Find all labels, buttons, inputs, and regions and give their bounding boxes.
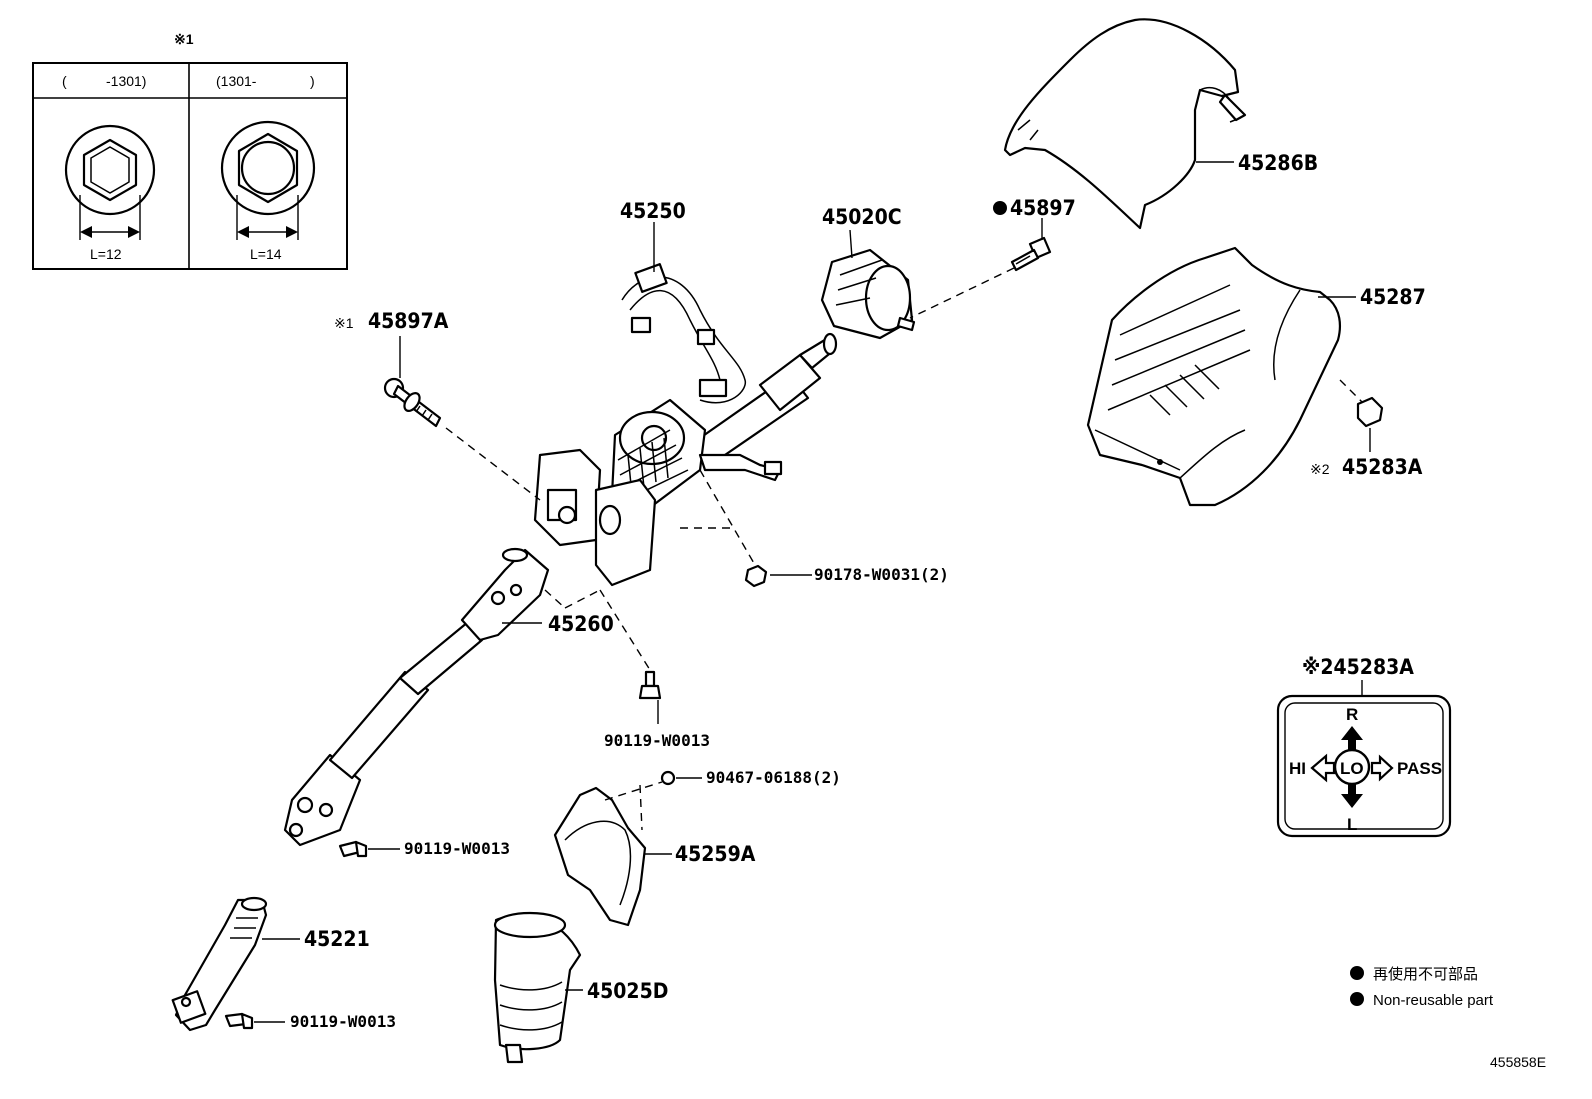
callout-45025d: 45025D xyxy=(587,979,668,1003)
inset1-bolt-14-icon xyxy=(220,120,316,240)
callout-90119-c: 90119-W0013 xyxy=(290,1012,396,1031)
steering-column-assembly xyxy=(533,263,838,587)
legend-en: Non-reusable part xyxy=(1373,992,1494,1009)
intermediate-shaft-45260 xyxy=(283,547,550,847)
inset-bolt-size-table: ※1 ( -1301) (1301- ) L=12 xyxy=(32,31,348,270)
legend-jp: 再使用不可部品 xyxy=(1373,966,1478,983)
boot-45025d xyxy=(493,911,582,1064)
lower-cover-45287 xyxy=(1086,246,1341,507)
note2-mark-a: ※2 xyxy=(1310,461,1330,477)
inset2-title: ※245283A xyxy=(1302,655,1414,679)
screw-45897 xyxy=(1010,236,1052,272)
callout-45283a: 45283A xyxy=(1342,455,1423,479)
switch-lo-label: LO xyxy=(1340,759,1364,778)
callout-90178: 90178-W0031(2) xyxy=(814,565,949,584)
upper-cover-45286b xyxy=(1003,18,1247,230)
legend-dot-icon xyxy=(1350,966,1364,980)
label-leader-lines xyxy=(254,161,1371,1023)
shaft-45221 xyxy=(171,896,268,1032)
nut-90178 xyxy=(744,564,768,588)
inset1-right-header: (1301- xyxy=(216,73,257,89)
note1-mark: ※1 xyxy=(334,315,354,331)
callout-45259a: 45259A xyxy=(675,842,756,866)
hole-cover-45259a xyxy=(553,786,647,927)
non-reusable-mark-icon xyxy=(993,201,1007,215)
switch-hi-label: HI xyxy=(1289,759,1306,778)
callout-90467: 90467-06188(2) xyxy=(706,768,841,787)
bolt-45897a xyxy=(383,377,442,428)
switch-l-label: L xyxy=(1347,815,1357,834)
callout-45250: 45250 xyxy=(620,199,686,223)
inset-switch-label: ※245283A R L HI LO PASS xyxy=(1276,655,1452,838)
callout-45221: 45221 xyxy=(304,927,370,951)
inset1-bolt-12-icon xyxy=(64,124,156,240)
callout-90119-a: 90119-W0013 xyxy=(604,731,710,750)
legend: 再使用不可部品 Non-reusable part xyxy=(1350,966,1494,1009)
callout-45020c: 45020C xyxy=(822,205,902,229)
inset1-right-dim: L=14 xyxy=(250,246,282,262)
callout-45897: 45897 xyxy=(1010,196,1076,220)
legend-dot-icon xyxy=(1350,992,1364,1006)
callout-45897a: 45897A xyxy=(368,309,449,333)
callout-45286b: 45286B xyxy=(1238,151,1318,175)
inset1-left-header-open: ( xyxy=(62,73,67,89)
diagram-id: 455858E xyxy=(1490,1054,1546,1070)
inset1-left-dim: L=12 xyxy=(90,246,122,262)
clip-90467 xyxy=(660,770,676,786)
switch-r-label: R xyxy=(1346,705,1358,724)
bolt-90119-c xyxy=(224,1012,254,1030)
switch-pass-label: PASS xyxy=(1397,759,1442,778)
inset1-title: ※1 xyxy=(174,31,194,47)
inset1-right-header-close: ) xyxy=(310,73,315,89)
switch-45020c xyxy=(820,248,916,340)
bolt-90119-b xyxy=(338,840,368,858)
bolt-90119-a xyxy=(638,670,662,700)
callout-45260: 45260 xyxy=(548,612,614,636)
dashed-leader-lines xyxy=(445,267,1363,831)
direction-arrows-icon xyxy=(1310,726,1394,808)
label-45283a-part xyxy=(1356,396,1384,428)
callout-90119-b: 90119-W0013 xyxy=(404,839,510,858)
inset1-left-header: -1301) xyxy=(106,73,146,89)
callout-45287: 45287 xyxy=(1360,285,1426,309)
callout-labels: 45250 45020C 45897 45286B 45287 ※2 45283… xyxy=(290,151,1426,1031)
